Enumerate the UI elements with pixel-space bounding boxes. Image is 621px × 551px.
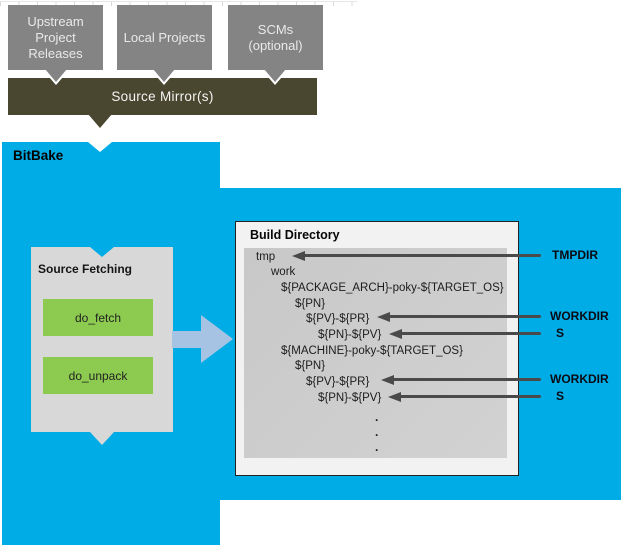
bitbake-top-notch <box>88 142 112 152</box>
annotation-arrow-shaft <box>303 254 541 257</box>
tree-row: ${PN} <box>295 297 326 310</box>
source-box-pointer <box>264 69 286 82</box>
annotation-arrowhead-icon <box>377 312 390 322</box>
bitbake-label: BitBake <box>13 148 64 163</box>
task-box-do_fetch: do_fetch <box>43 299 153 336</box>
annotation-label-tmpdir: TMPDIR <box>552 248 598 262</box>
tree-row: ${PN} <box>295 360 326 373</box>
tree-row: work <box>271 266 296 279</box>
tree-row: ${PACKAGE_ARCH}-poky-${TARGET_OS} <box>281 281 504 294</box>
tree-row: tmp <box>256 250 276 263</box>
annotation-arrow-shaft <box>392 378 541 381</box>
tree-row: ${PV}-${PR} <box>306 313 370 326</box>
source-fetching-panel <box>31 247 173 432</box>
annotation-arrowhead-icon <box>292 251 305 261</box>
annotation-arrow-shaft <box>399 395 541 398</box>
source-box-label: SCMs (optional) <box>248 21 303 53</box>
flow-right-arrow-icon <box>172 315 233 363</box>
source-box-label: Upstream Project Releases <box>27 13 84 61</box>
tree-row: ${MACHINE}-poky-${TARGET_OS} <box>281 344 463 357</box>
source-box: SCMs (optional) <box>228 5 323 70</box>
tree-ellipsis-dot: . <box>375 410 379 424</box>
source-fetching-title: Source Fetching <box>38 262 133 276</box>
task-box-do_unpack: do_unpack <box>43 357 153 394</box>
annotation-label-workdir: WORKDIR <box>550 372 609 386</box>
tree-row: ${PV}-${PR} <box>306 376 370 389</box>
directory-tree-background <box>244 248 507 458</box>
source-box-pointer <box>45 69 67 82</box>
annotation-arrow-shaft <box>388 315 541 318</box>
tree-ellipsis-dot: . <box>375 425 379 439</box>
annotation-arrowhead-icon <box>381 375 394 385</box>
mirror-down-arrow <box>88 114 112 128</box>
page-grid-artifact <box>0 1 357 6</box>
annotation-arrow-shaft <box>400 332 541 335</box>
source-box-label: Local Projects <box>123 29 206 45</box>
source-box: Local Projects <box>117 5 212 70</box>
annotation-label-workdir: WORKDIR <box>550 309 609 323</box>
annotation-arrowhead-icon <box>389 329 402 339</box>
source-fetching-top-notch <box>90 247 114 257</box>
source-mirrors-label: Source Mirror(s) <box>111 89 214 104</box>
tree-row: ${PN}-${PV} <box>318 329 382 341</box>
source-box: Upstream Project Releases <box>8 5 103 70</box>
source-box-pointer <box>153 69 175 82</box>
annotation-label-s: S <box>556 389 565 403</box>
tree-ellipsis-dot: . <box>375 440 379 454</box>
build-directory-title: Build Directory <box>250 228 340 242</box>
source-fetching-down-arrow <box>90 432 114 445</box>
annotation-arrowhead-icon <box>388 392 401 402</box>
tree-row: ${PN}-${PV} <box>318 391 382 404</box>
annotation-label-s: S <box>556 326 565 340</box>
